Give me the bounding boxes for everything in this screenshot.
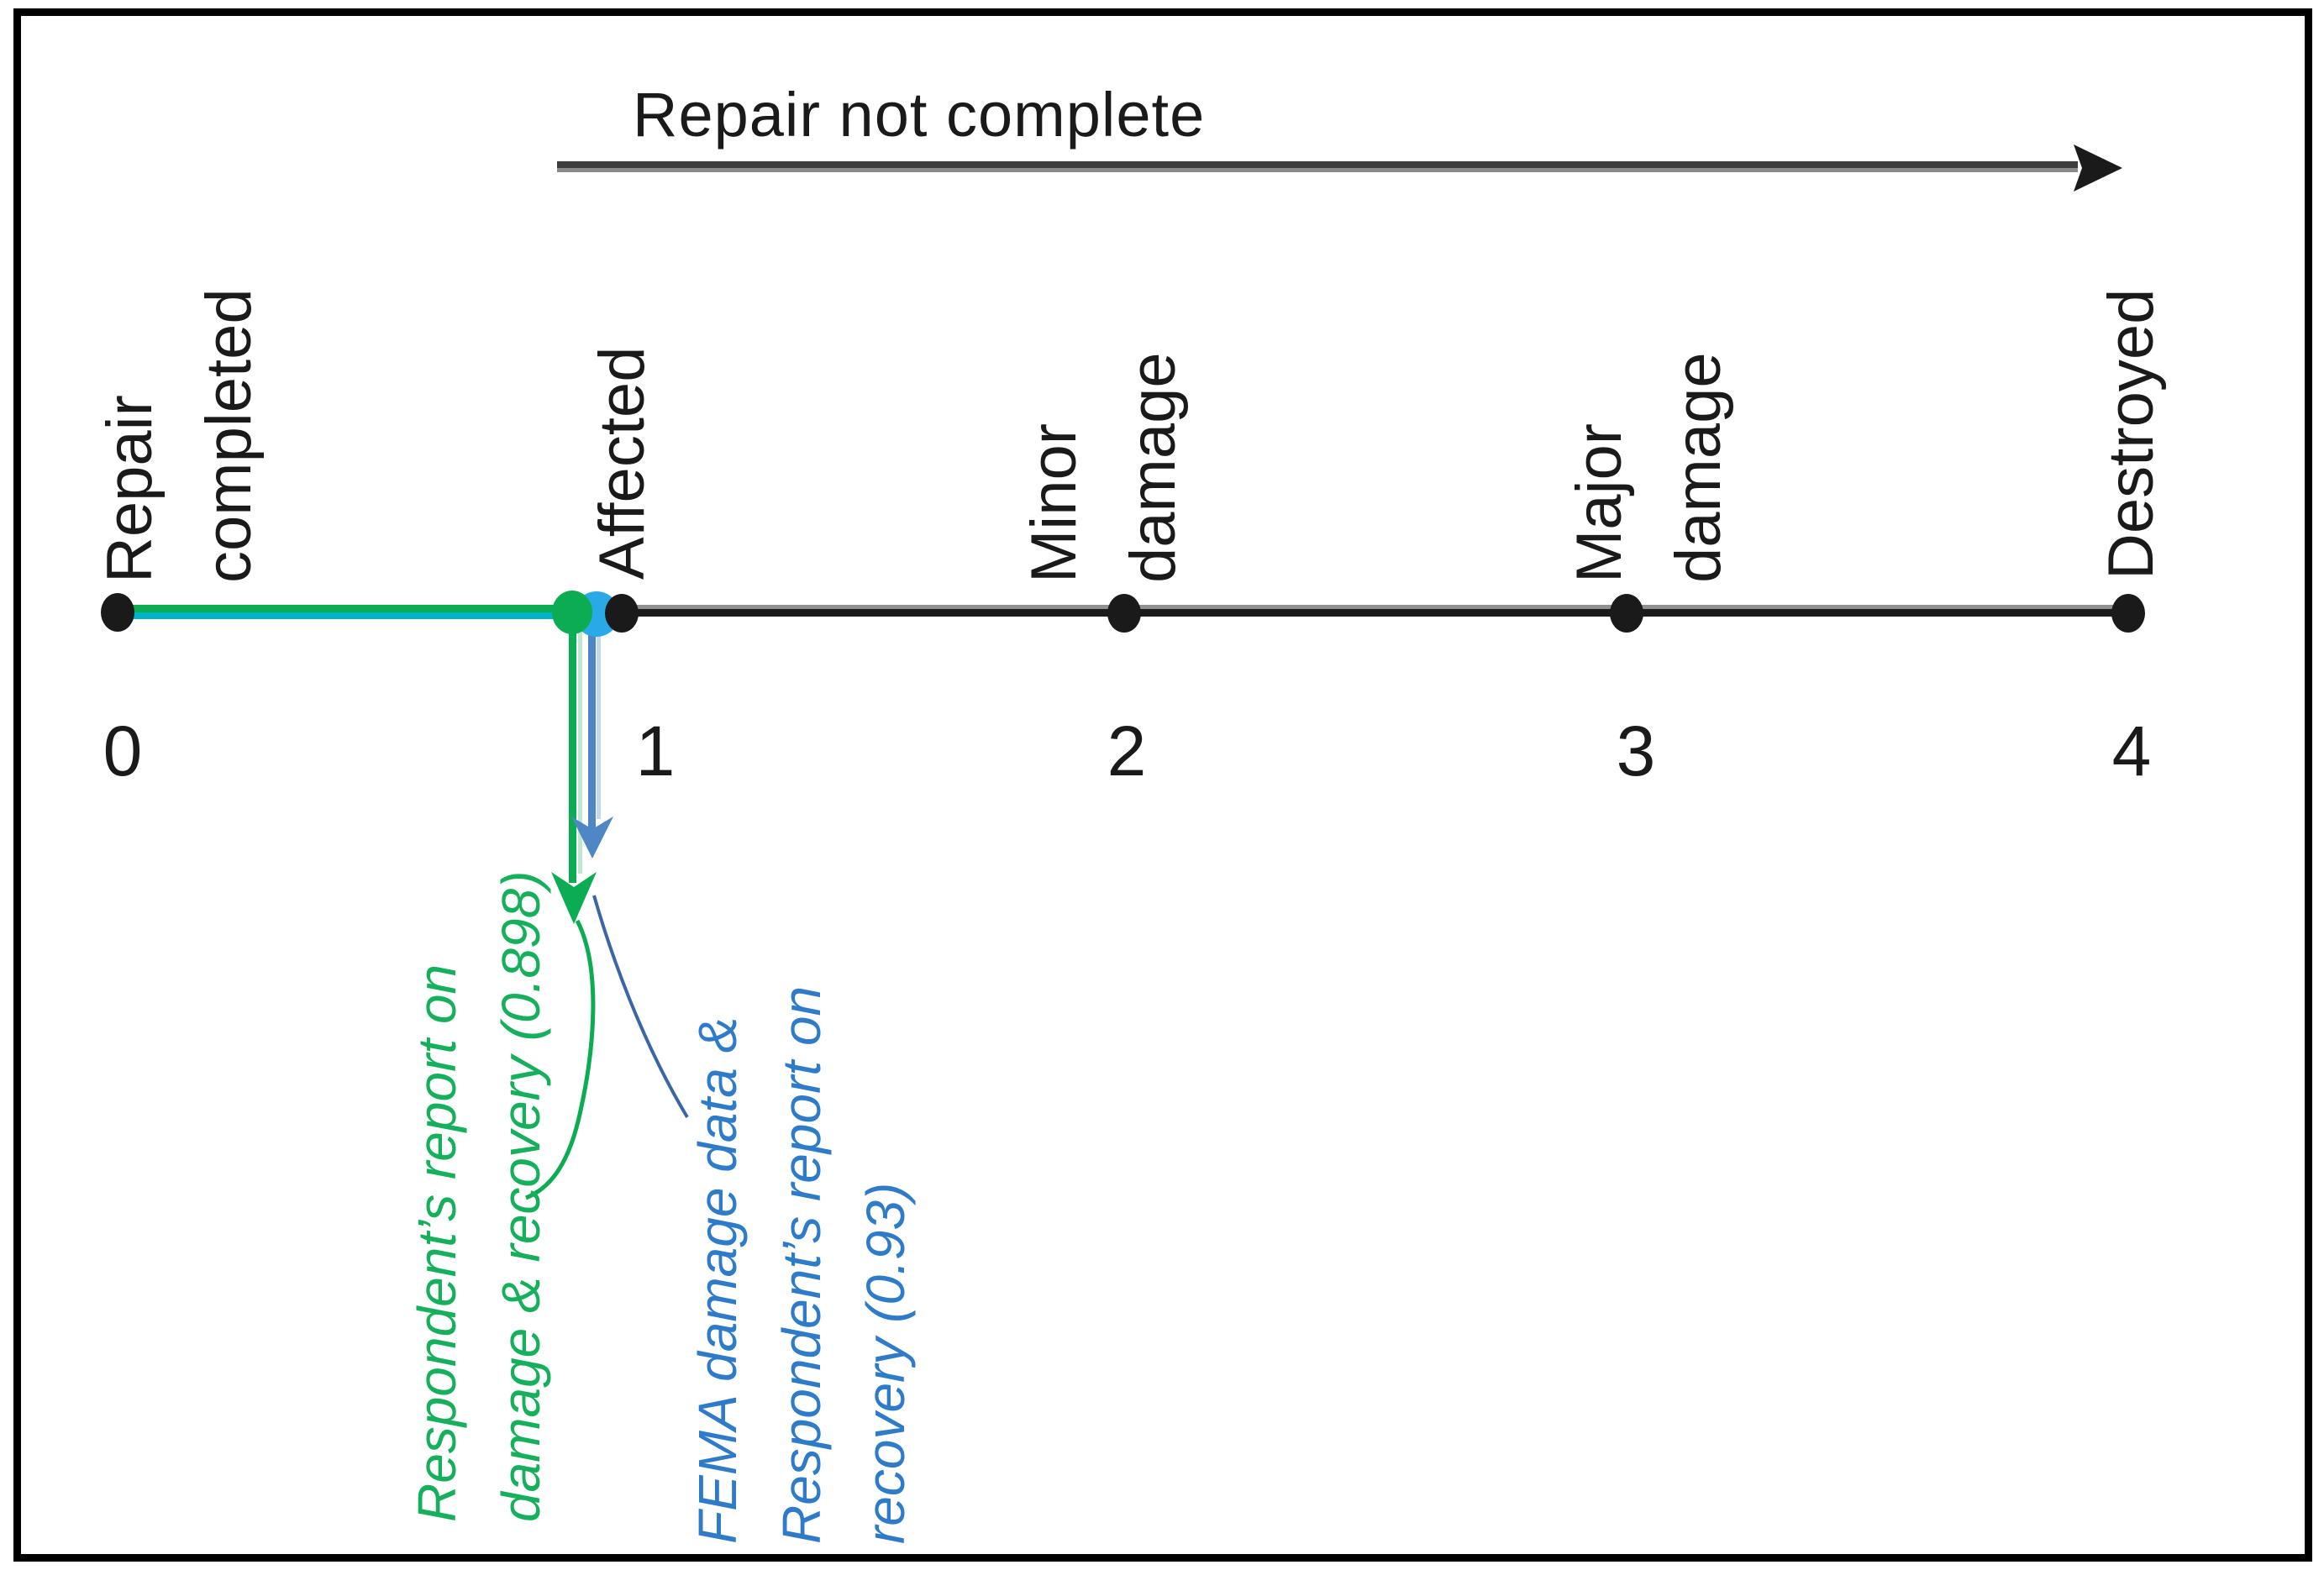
scale-label-line: Affected: [586, 346, 658, 580]
blue-down-arrow-line: [588, 616, 596, 832]
green-down-arrowhead-icon: [551, 872, 597, 924]
scale-label-affected: Affected: [585, 59, 660, 580]
green-leader-curve: [525, 919, 596, 1200]
scale-label-repair-completed: Repair completed: [81, 62, 279, 583]
scale-point-dot-4: [2111, 594, 2145, 633]
scale-number-4: 4: [2111, 711, 2152, 790]
scale-number-1: 1: [635, 711, 676, 790]
scale-label-line: Repair: [94, 395, 166, 583]
scale-point-dot-1: [605, 594, 639, 633]
green-estimate-marker: [552, 591, 592, 634]
green-down-arrow-line: [569, 612, 576, 883]
scale-label-line: damage: [1117, 352, 1189, 583]
annotation-line: FEMA damage data &: [687, 1016, 748, 1544]
annotation-fema-data: FEMA damage data & Respondent’s report o…: [676, 805, 928, 1544]
green-down-arrow-shade: [578, 622, 582, 874]
top-axis-title: Repair not complete: [633, 80, 1206, 150]
scale-label-line: Destroyed: [2095, 288, 2167, 580]
repair-not-complete-arrow-line: [557, 161, 2078, 168]
scale-point-dot-2: [1107, 594, 1141, 633]
scale-label-minor-damage: Minor damage: [1005, 62, 1203, 583]
recovered-segment-green: [116, 605, 592, 612]
scale-label-major-damage: Major damage: [1550, 62, 1748, 583]
scale-label-line: damage: [1663, 352, 1734, 583]
scale-point-dot-0: [101, 593, 134, 632]
blue-down-arrowhead-icon: [571, 817, 613, 859]
recovered-segment-teal: [116, 612, 590, 619]
repair-not-complete-arrow-line-shade: [557, 168, 2078, 172]
scale-label-line: completed: [193, 288, 265, 583]
annotation-line: damage & recovery (0.898): [491, 870, 551, 1523]
annotation-respondent-report: Respondent’s report on damage & recovery…: [395, 783, 563, 1523]
scale-line-shade: [622, 605, 2128, 609]
scale-label-line: Major: [1564, 423, 1635, 583]
scale-number-3: 3: [1616, 711, 1656, 790]
annotation-line: Respondent’s report on: [771, 985, 832, 1544]
repair-not-complete-arrowhead-icon: [2074, 144, 2122, 192]
blue-leader-curve: [592, 895, 689, 1119]
scale-number-2: 2: [1107, 711, 1147, 790]
blue-down-arrow-shade: [597, 622, 601, 819]
scale-label-line: Minor: [1018, 423, 1090, 583]
annotation-line: Respondent’s report on: [407, 964, 467, 1522]
scale-point-dot-3: [1610, 594, 1643, 633]
scale-number-0: 0: [103, 711, 143, 790]
scale-label-destroyed: Destroyed: [2094, 59, 2169, 580]
annotation-line: recovery (0.93): [855, 1182, 916, 1544]
scale-line: [622, 609, 2128, 617]
